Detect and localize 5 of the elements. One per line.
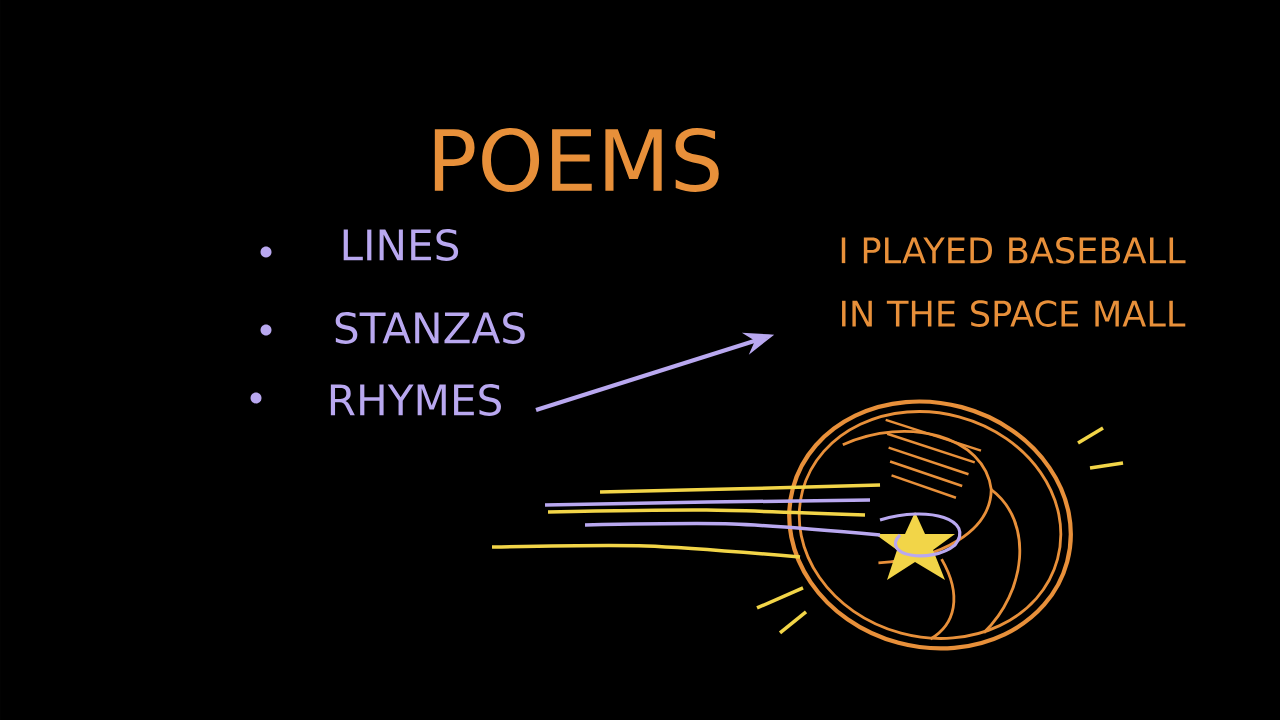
title: POEMS [434,128,719,192]
poem-text: I PLAYED BASEBALL IN THE SPACE MALL [841,237,1186,327]
list-item: RHYMES [330,384,501,416]
list-item: STANZAS [335,312,525,344]
list-item: LINES [343,229,459,261]
